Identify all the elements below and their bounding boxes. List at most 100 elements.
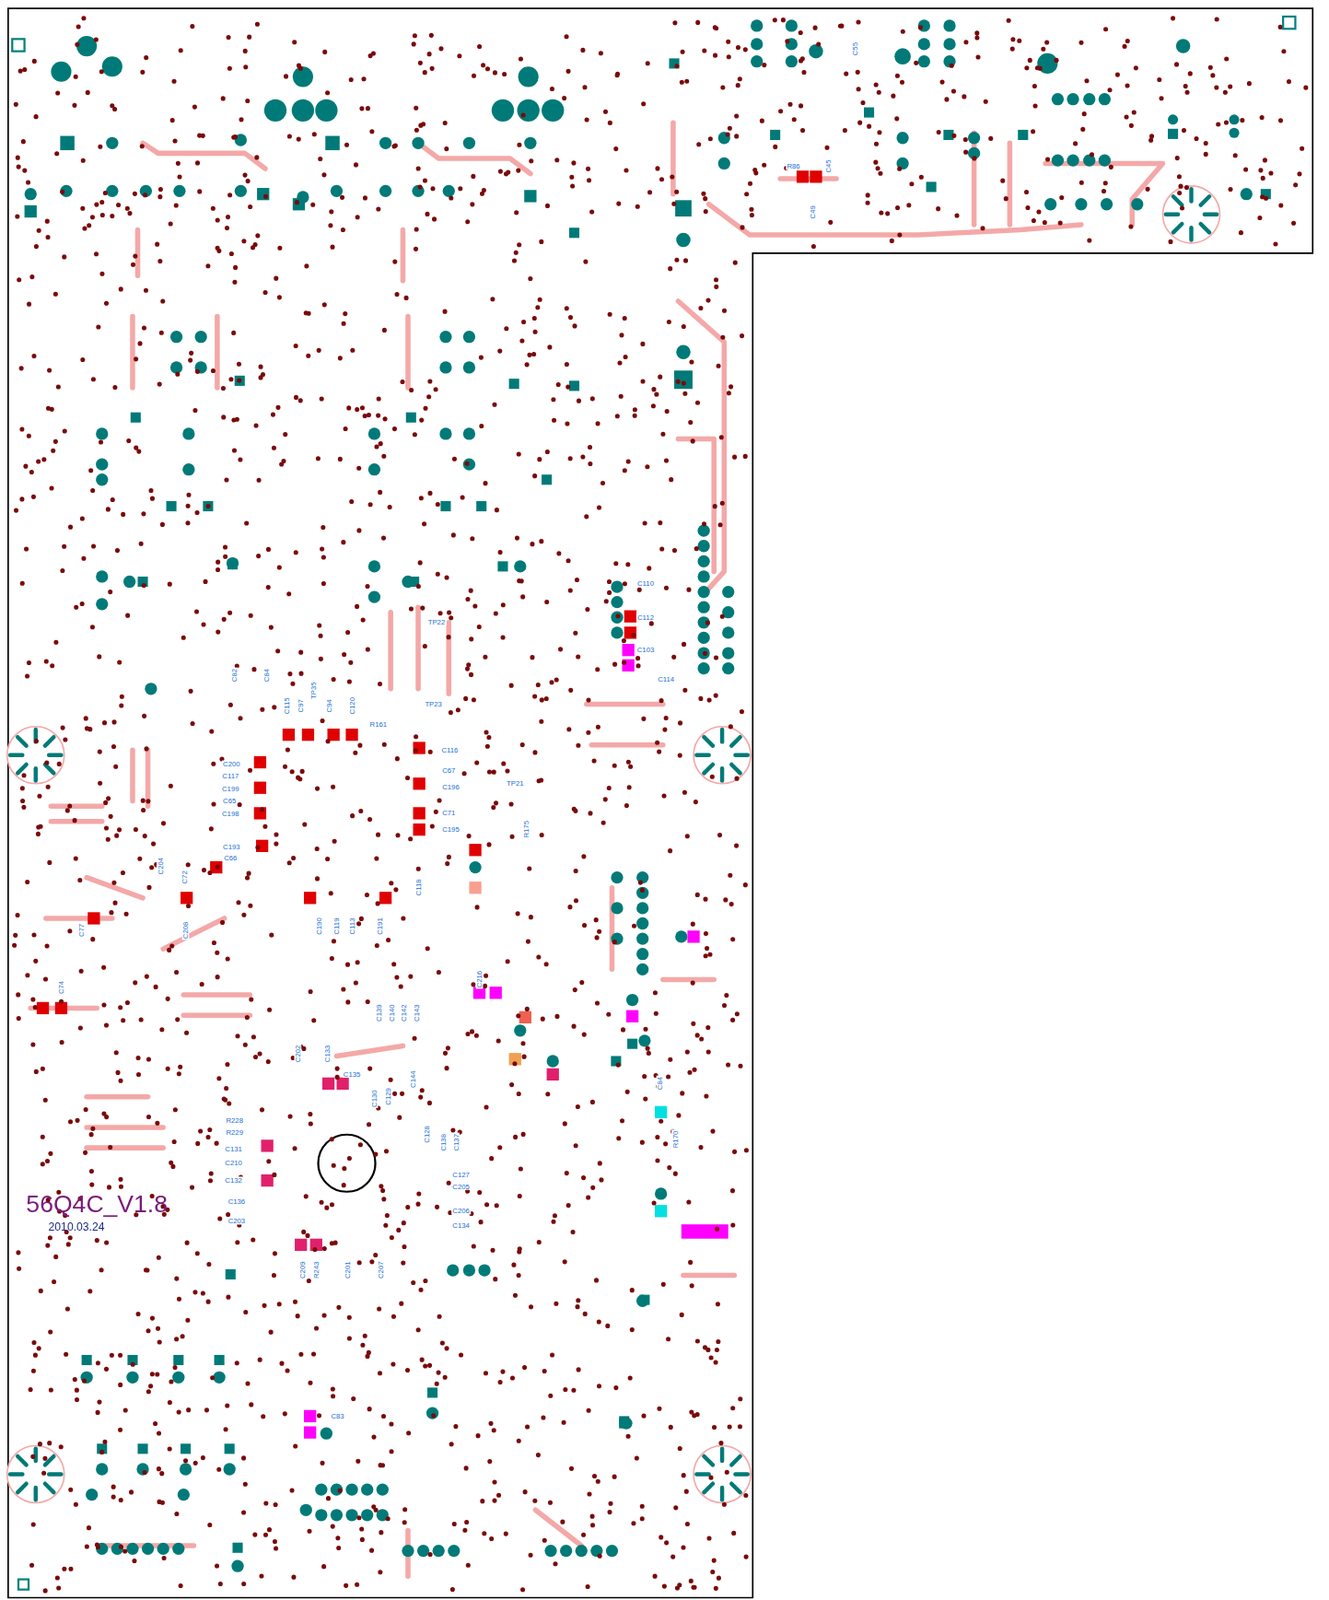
through-hole-pad: [105, 185, 118, 198]
through-hole-pad: [50, 61, 71, 82]
trace: [400, 229, 407, 280]
through-hole-pad: [918, 37, 931, 50]
smd-pad: [624, 610, 637, 623]
smd-pad: [303, 1425, 316, 1438]
through-hole-pad: [417, 1544, 430, 1557]
through-hole-pad: [1074, 198, 1087, 210]
smd-pad: [303, 1410, 316, 1423]
reference-designator: C72: [181, 869, 189, 885]
square-pad: [497, 560, 508, 572]
trace: [129, 749, 136, 801]
reference-designator: C67: [441, 766, 456, 774]
through-hole-pad: [636, 917, 649, 930]
reference-designator: C49: [809, 204, 817, 220]
through-hole-pad: [610, 901, 623, 914]
through-hole-pad: [126, 1542, 139, 1555]
trace: [135, 229, 141, 276]
trace: [46, 915, 113, 921]
smd-pad: [687, 930, 700, 943]
through-hole-pad: [126, 1371, 139, 1384]
reference-designator: C136: [227, 1198, 247, 1206]
smd-pad: [622, 643, 635, 656]
through-hole-pad: [95, 458, 108, 471]
square-pad: [524, 189, 537, 202]
thermal-spoke: [34, 1487, 38, 1500]
through-hole-pad: [575, 1544, 588, 1557]
reference-designator: C195: [441, 825, 461, 833]
through-hole-pad: [24, 187, 37, 200]
thermal-spoke: [734, 1471, 747, 1476]
trace: [86, 1094, 148, 1100]
smd-pad: [547, 1068, 560, 1081]
through-hole-pad: [95, 570, 108, 583]
smd-pad: [654, 1204, 667, 1217]
reference-designator: R229: [224, 1128, 245, 1136]
through-hole-pad: [95, 473, 108, 486]
reference-designator: TP35: [309, 680, 317, 700]
thermal-spoke: [45, 764, 54, 773]
reference-designator: C55: [851, 41, 859, 57]
smd-pad: [180, 891, 193, 904]
thermal-spoke: [45, 736, 54, 746]
square-pad: [166, 501, 177, 512]
through-hole-pad: [463, 330, 476, 343]
through-hole-pad: [524, 137, 537, 150]
through-hole-pad: [675, 930, 688, 943]
through-hole-pad: [1176, 38, 1191, 54]
smd-pad: [254, 781, 267, 794]
through-hole-pad: [918, 55, 931, 68]
reference-designator: C139: [374, 1002, 383, 1023]
reference-designator: C199: [221, 784, 241, 793]
through-hole-pad: [750, 37, 763, 50]
through-hole-pad: [544, 1544, 557, 1557]
reference-designator: C204: [156, 856, 164, 876]
thermal-spoke: [703, 764, 712, 773]
square-pad: [256, 187, 269, 200]
through-hole-pad: [610, 595, 623, 608]
through-hole-pad: [95, 427, 108, 440]
square-pad: [214, 1354, 225, 1365]
mounting-hole: [7, 726, 65, 784]
through-hole-pad: [697, 601, 710, 614]
through-hole-pad: [697, 631, 710, 644]
reference-designator: C66: [222, 853, 238, 862]
through-hole-pad: [697, 524, 710, 537]
through-hole-pad: [223, 1462, 236, 1475]
through-hole-pad: [170, 361, 183, 374]
through-hole-pad: [1098, 153, 1111, 166]
trace: [405, 316, 411, 389]
through-hole-pad: [447, 1544, 460, 1557]
thermal-spoke: [720, 1487, 724, 1500]
through-hole-pad: [477, 1263, 490, 1276]
through-hole-pad: [636, 947, 649, 960]
through-hole-pad: [1051, 93, 1064, 105]
through-hole-pad: [320, 1427, 333, 1440]
reference-designator: TP22: [427, 618, 447, 627]
through-hole-pad: [345, 1482, 358, 1495]
thermal-spoke: [720, 1448, 724, 1461]
square-pad: [406, 412, 417, 423]
through-hole-pad: [368, 427, 381, 440]
reference-designator: C198: [221, 810, 241, 818]
through-hole-pad: [212, 1371, 225, 1384]
thermal-spoke: [1200, 196, 1210, 205]
through-hole-pad: [314, 99, 338, 122]
through-hole-pad: [722, 626, 735, 639]
reference-designator: C118: [414, 877, 422, 897]
through-hole-pad: [379, 185, 392, 198]
through-hole-pad: [722, 646, 735, 659]
through-hole-pad: [361, 1508, 374, 1521]
board-hole: [318, 1134, 376, 1192]
corner-pad: [18, 1579, 29, 1590]
reference-designator: C203: [227, 1217, 247, 1225]
thermal-spoke: [731, 764, 740, 773]
square-pad: [138, 1443, 149, 1454]
smd-pad: [261, 1139, 274, 1152]
through-hole-pad: [1228, 128, 1239, 139]
trace: [677, 301, 724, 593]
mounting-hole: [1162, 186, 1220, 244]
thermal-spoke: [48, 1471, 61, 1476]
through-hole-pad: [785, 19, 798, 32]
through-hole-pad: [676, 345, 691, 361]
through-hole-pad: [368, 463, 381, 476]
